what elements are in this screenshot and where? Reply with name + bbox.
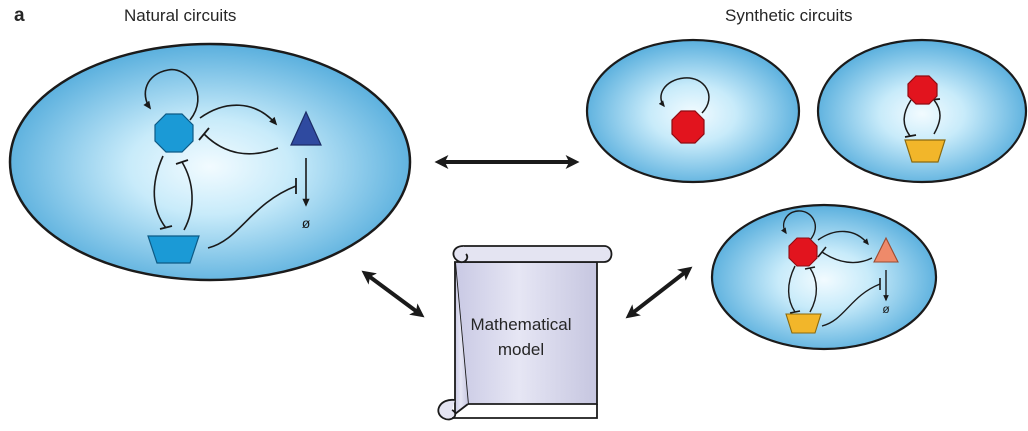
natural-circuits-title: Natural circuits bbox=[124, 6, 237, 25]
bidirectional-arrow-natural-model bbox=[361, 270, 425, 318]
octagon-protein-node bbox=[154, 113, 194, 153]
octagon-protein-node bbox=[788, 237, 818, 267]
triangle-protein-node bbox=[290, 110, 322, 146]
degradation-symbol: ø bbox=[882, 302, 890, 316]
autoregulation-arrow bbox=[658, 77, 710, 114]
autoregulation-arrow bbox=[143, 68, 199, 121]
model-label-line2: model bbox=[497, 340, 545, 359]
octagon-protein-node bbox=[907, 75, 938, 105]
octagon-protein-node bbox=[671, 110, 705, 144]
degradation-symbol: ø bbox=[302, 215, 311, 231]
synthetic-circuits-title: Synthetic circuits bbox=[725, 6, 853, 25]
synthetic-cell-full-circuit: ø bbox=[710, 203, 938, 351]
trapezoid-protein-node bbox=[904, 139, 946, 163]
natural-circuit-cell: ø bbox=[8, 42, 412, 282]
mathematical-model-label: Mathematical model bbox=[446, 312, 596, 362]
trapezoid-protein-node bbox=[147, 235, 200, 264]
trapezoid-protein-node bbox=[785, 313, 822, 334]
repression-line bbox=[203, 133, 279, 155]
model-label-line1: Mathematical bbox=[470, 315, 572, 334]
mathematical-model-scroll bbox=[437, 245, 613, 421]
synthetic-cell-autoregulation bbox=[585, 38, 801, 184]
bidirectional-arrow-model-synthetic bbox=[625, 266, 693, 319]
panel-letter: a bbox=[14, 5, 25, 26]
synthetic-cell-toggle bbox=[816, 38, 1028, 184]
triangle-protein-node bbox=[873, 236, 899, 263]
activation-arrow bbox=[199, 104, 278, 126]
